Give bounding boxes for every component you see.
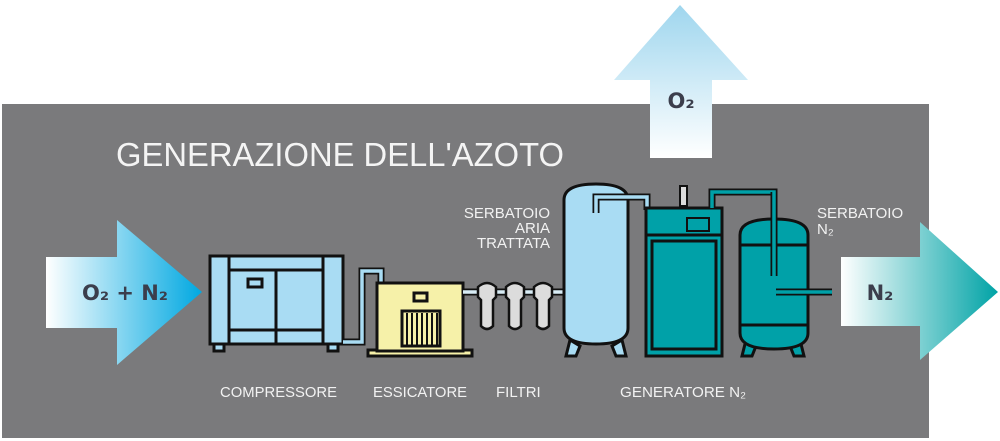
filters-icon xyxy=(476,281,554,331)
n2-tank-label-line: N₂ xyxy=(817,221,834,238)
nitrogen-output-arrow: N₂ xyxy=(841,222,998,360)
filters-label: FILTRI xyxy=(496,384,541,401)
input-air-arrow: O₂ + N₂ xyxy=(46,220,202,365)
air-tank-icon xyxy=(562,182,630,358)
compressor-label: COMPRESSORE xyxy=(220,384,337,401)
air-tank-label: SERBATOIO ARIA TRATTATA xyxy=(464,205,550,252)
dryer-label: ESSICATORE xyxy=(373,384,467,401)
input-arrow-label: O₂ + N₂ xyxy=(82,281,168,305)
generator-label: GENERATORE N₂ xyxy=(620,384,746,401)
n2-tank-label: SERBATOIO N₂ xyxy=(817,205,903,238)
n2-tank-label-line: SERBATOIO xyxy=(817,205,903,222)
air-tank-label-line: ARIA xyxy=(515,220,550,237)
oxygen-output-arrow: O₂ xyxy=(614,5,748,158)
dryer-icon xyxy=(366,281,474,358)
air-tank-label-line: SERBATOIO xyxy=(464,205,550,222)
nitrogen-arrow-label: N₂ xyxy=(867,281,894,305)
air-tank-label-line: TRATTATA xyxy=(477,235,550,252)
nitrogen-tank-icon xyxy=(738,217,810,358)
oxygen-arrow-label: O₂ xyxy=(667,89,694,113)
diagram-title: GENERAZIONE DELL'AZOTO xyxy=(116,136,564,173)
compressor-icon xyxy=(208,254,345,353)
nitrogen-generator-icon xyxy=(644,185,724,358)
